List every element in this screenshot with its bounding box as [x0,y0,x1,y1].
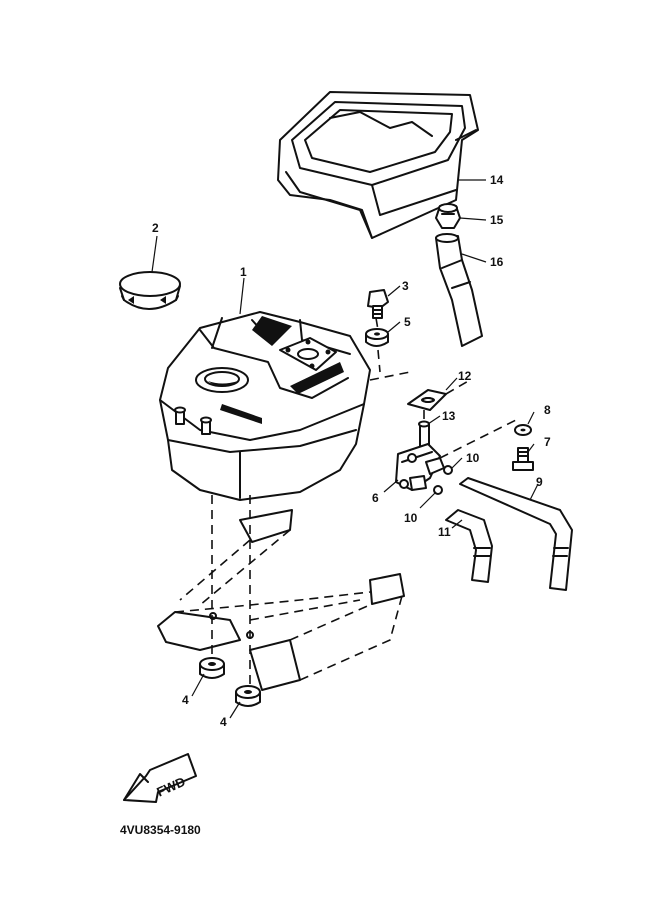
callout-9: 9 [536,475,543,489]
callout-labels: 1 2 3 4 4 5 6 7 8 9 10 10 11 12 13 14 15… [152,173,551,729]
frame-rails [157,317,521,691]
callout-14: 14 [490,173,504,187]
fuel-cap-part [119,271,181,310]
callout-4a: 4 [182,693,189,707]
screw-part [512,447,534,471]
vacuum-hose-part [445,509,493,583]
callout-5: 5 [404,315,411,329]
forward-arrow-icon [123,753,197,803]
callout-6: 6 [372,491,379,505]
leader-lines [151,179,539,719]
diagram-code: 4VU8354-9180 [120,823,201,837]
callout-10a: 10 [466,451,480,465]
callout-7: 7 [544,435,551,449]
fuel-hose-part [459,477,573,591]
bolt-part [367,289,389,319]
filler-nut-part [435,203,461,229]
washer-part [514,424,532,436]
callout-11: 11 [438,525,451,539]
callout-15: 15 [490,213,504,227]
hose-clip-part [433,465,453,495]
callout-4b: 4 [220,715,227,729]
damper-part [199,657,261,707]
callout-10b: 10 [404,511,418,525]
callout-8: 8 [544,403,551,417]
callout-2: 2 [152,221,159,235]
callout-3: 3 [402,279,409,293]
grommet-part [365,328,389,347]
tank-cover-part [277,91,479,239]
callout-1: 1 [240,265,247,279]
fuel-tank-part [159,311,371,501]
filler-hose-part [435,233,483,347]
callout-12: 12 [458,369,472,383]
callout-13: 13 [442,409,456,423]
callout-16: 16 [490,255,504,269]
gasket-part [407,389,447,411]
fuel-cock-part [395,420,445,491]
